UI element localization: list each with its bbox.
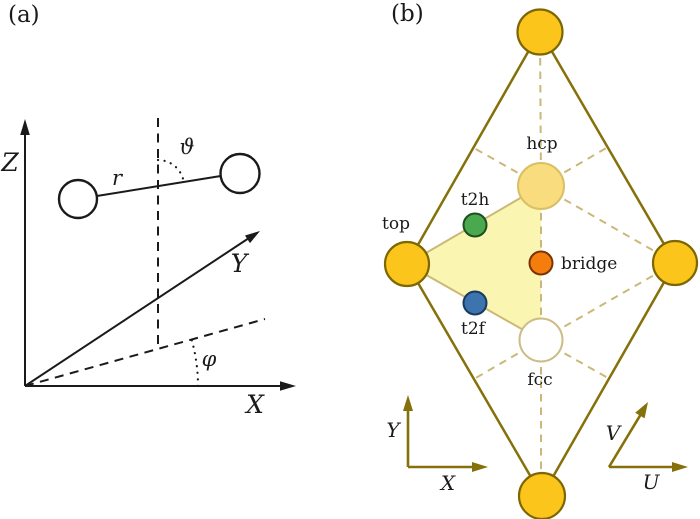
z-axis-label: Z (0, 148, 19, 177)
bridge-site-marker (528, 250, 554, 276)
unit-cell-edges (405, 30, 677, 497)
t2h-site-marker (462, 212, 488, 238)
azimuthal-angle-arc (190, 338, 200, 388)
x-axis-arrowhead-icon (280, 381, 296, 391)
polar-angle-label: ϑ (179, 135, 194, 159)
neighbour-dashed-lines (473, 30, 676, 493)
t2f-site-marker (462, 290, 488, 316)
t2f-site-label: t2f (461, 319, 487, 339)
v-arrowhead-icon (635, 402, 648, 419)
panel-b: (b) (382, 1, 699, 519)
bond-length-label: r (112, 166, 124, 190)
azimuth-projection-dashed-line (24, 318, 266, 387)
dimer-atom-left (57, 178, 99, 220)
dimer-bond-line (96, 175, 221, 197)
y-axis-label: Y (231, 249, 250, 278)
v-axis-label: V (606, 421, 623, 445)
panel-b-tag: (b) (391, 1, 424, 27)
panel-a: (a) Z X Y r ϑ φ (0, 2, 296, 419)
x-arrowhead-icon (472, 462, 488, 472)
substrate-atom-top-corner (516, 8, 564, 56)
fcc-site-label: fcc (527, 370, 552, 390)
y-axis-arrowhead-icon (245, 231, 260, 244)
substrate-atom-bottom-corner (517, 471, 567, 519)
b-x-axis-label: X (439, 471, 456, 495)
azimuthal-angle-label: φ (202, 347, 217, 371)
panel-a-tag: (a) (8, 2, 40, 28)
hcp-site-label: hcp (526, 134, 557, 154)
top-site-label: top (382, 214, 410, 234)
u-axis-label: U (643, 470, 661, 494)
y-arrowhead-icon (403, 395, 413, 411)
irreducible-wedge (407, 186, 541, 340)
dimer-atom-right (219, 152, 261, 195)
hcp-site-marker (517, 162, 565, 210)
substrate-atom-left-corner (383, 240, 431, 288)
xy-axes: Y X (386, 395, 488, 495)
fcc-site-marker (518, 317, 564, 363)
u-arrowhead-icon (672, 462, 688, 472)
substrate-atom-right-corner (651, 239, 699, 287)
bridge-site-label: bridge (561, 254, 617, 274)
uv-axes: V U (606, 402, 688, 494)
z-axis-arrowhead-icon (20, 119, 30, 135)
t2h-site-label: t2h (461, 190, 490, 210)
x-axis-label: X (244, 390, 265, 419)
y-axis-line (24, 237, 250, 387)
polar-angle-arc (156, 158, 185, 183)
b-y-axis-label: Y (386, 418, 401, 442)
